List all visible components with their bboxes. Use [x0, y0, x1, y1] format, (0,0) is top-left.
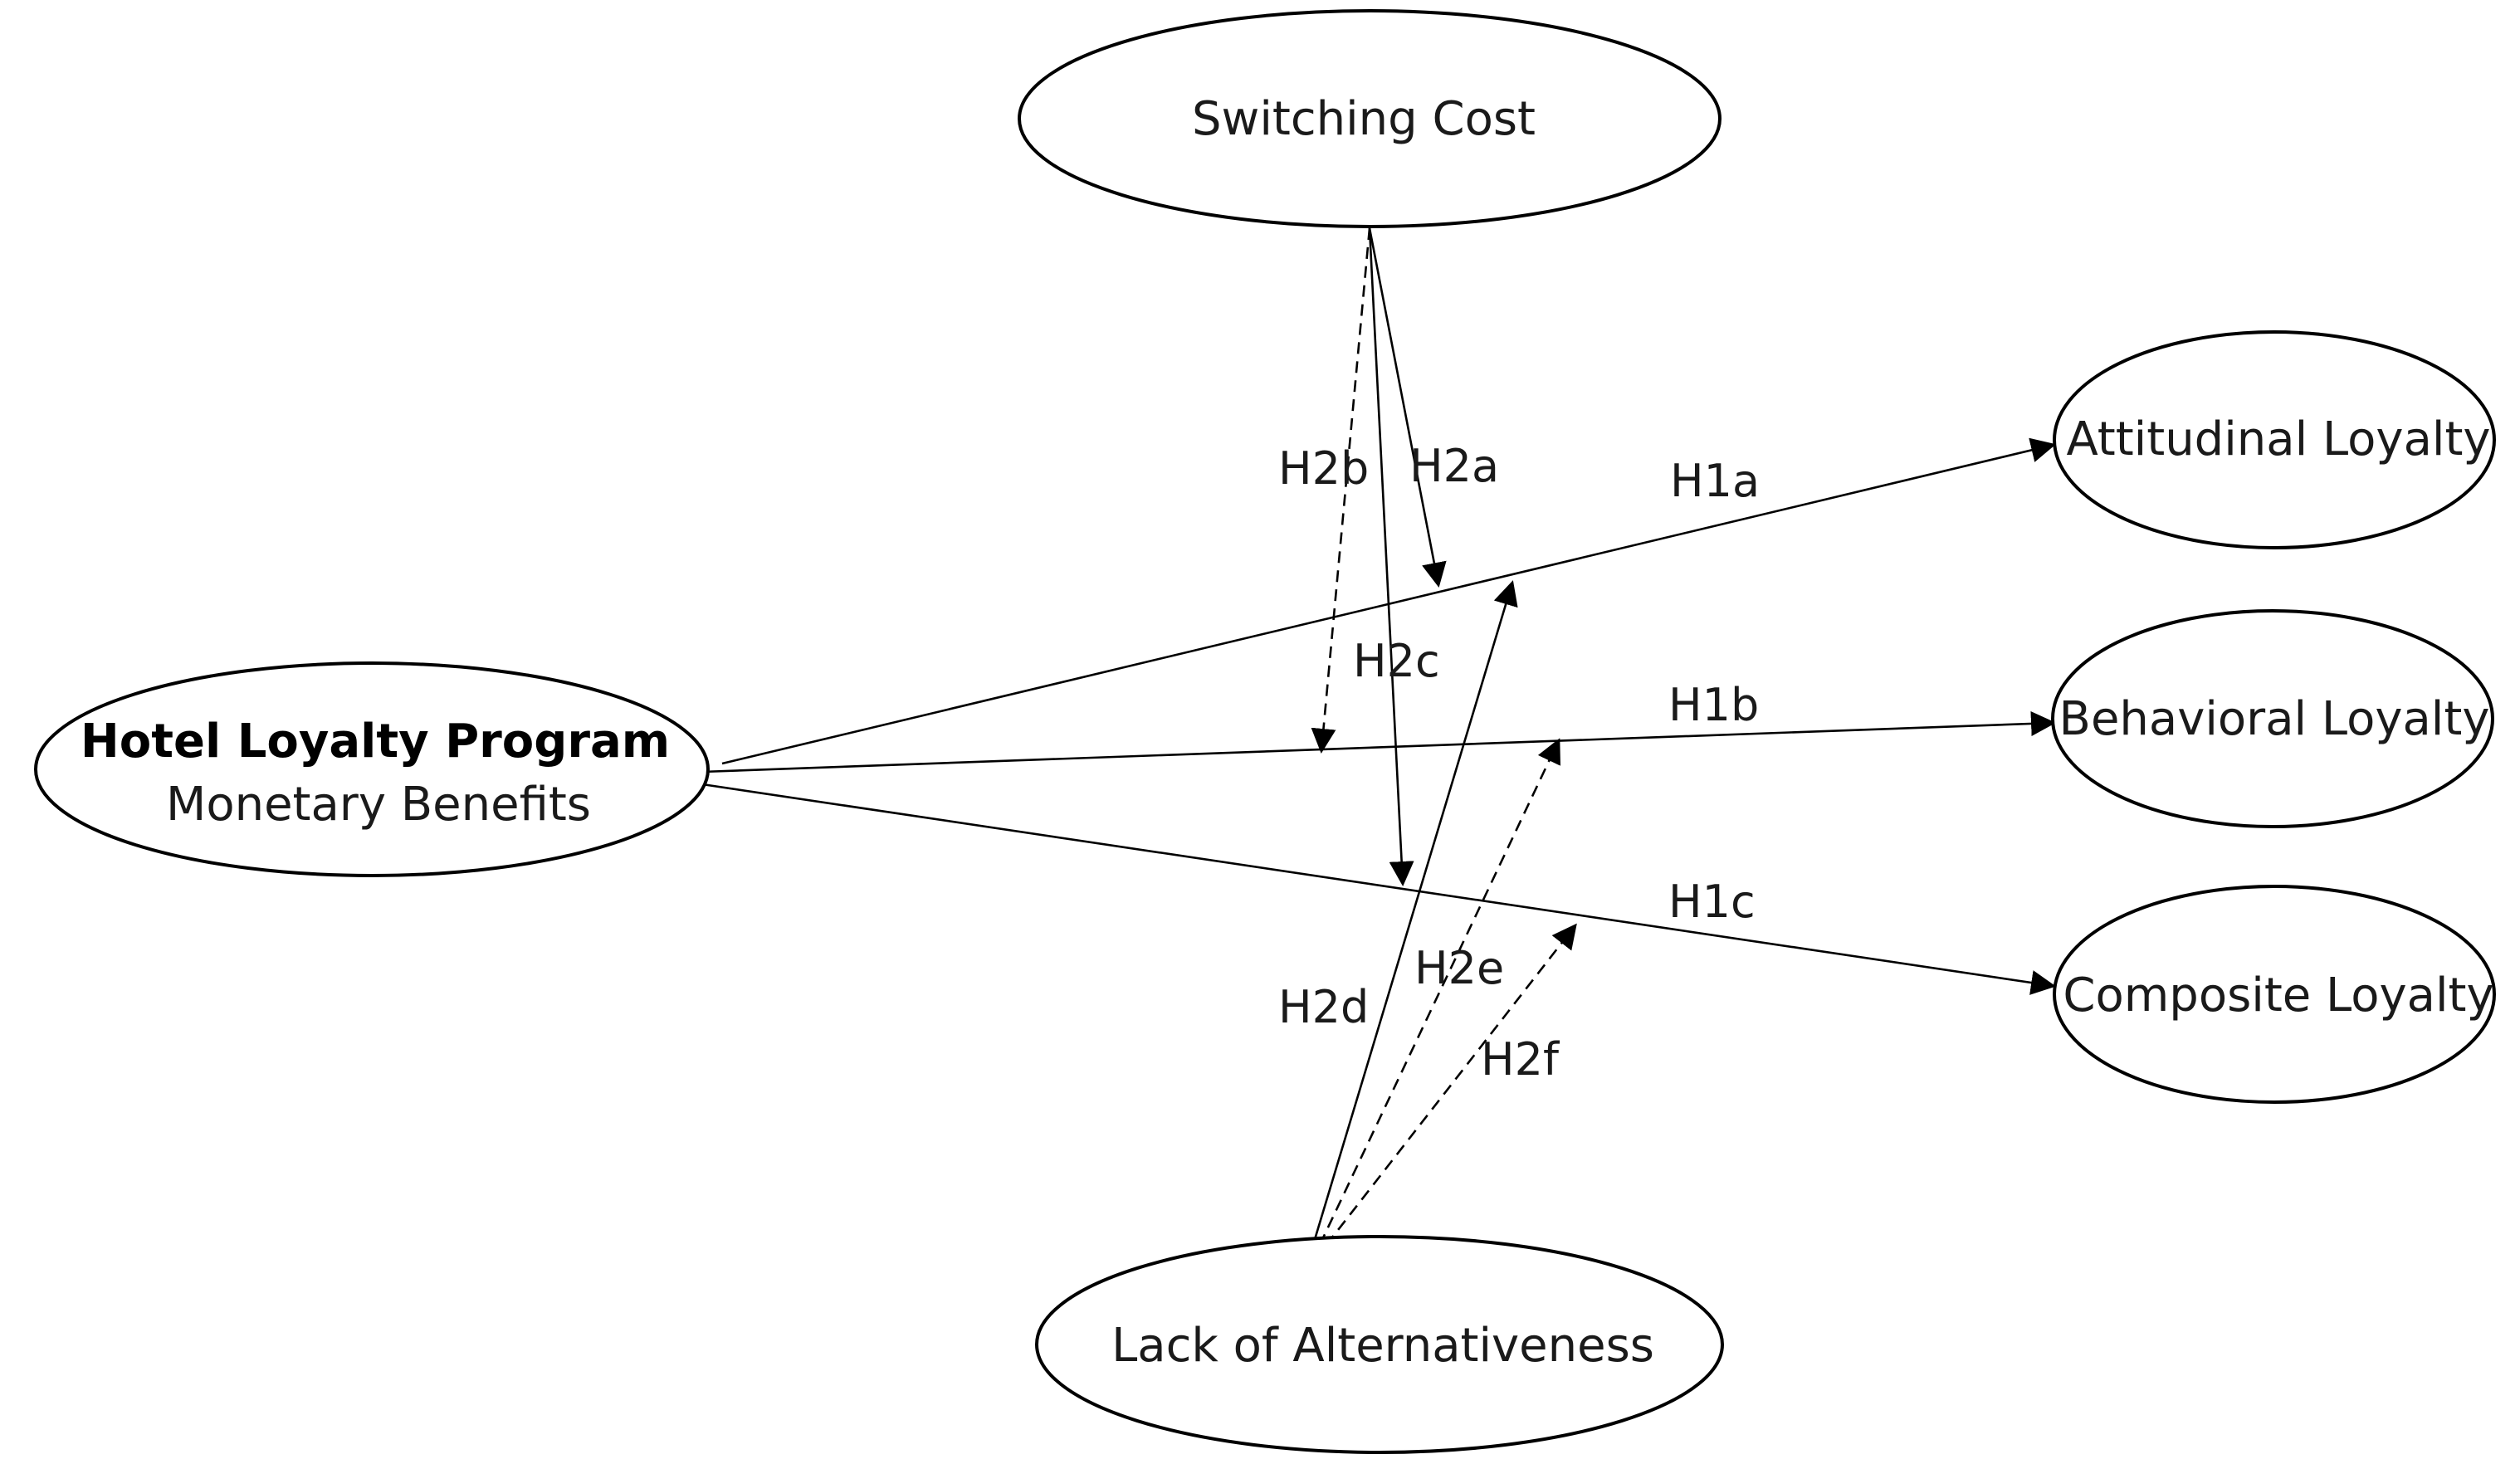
node-composite-loyalty-label: Composite Loyalty [2063, 969, 2493, 1022]
edge-h2d [1311, 580, 1518, 1246]
edge-h2b [1311, 227, 1371, 754]
node-switching-cost: Switching Cost [1018, 9, 1722, 228]
edge-h2a [1368, 227, 1447, 588]
edge-label-h1b: H1b [1668, 679, 1759, 731]
edge-label-h2d: H2d [1278, 981, 1369, 1033]
node-behavioral-loyalty: Behavioral Loyalty [2051, 609, 2494, 828]
edge-label-h2f: H2f [1481, 1033, 1560, 1086]
node-behavioral-loyalty-label: Behavioral Loyalty [2059, 692, 2490, 746]
node-composite-loyalty: Composite Loyalty [2053, 885, 2496, 1104]
edge-h2f [1325, 923, 1577, 1246]
node-attitudinal-loyalty-label: Attitudinal Loyalty [2066, 412, 2490, 466]
node-lack-of-alternativeness-label: Lack of Alternativeness [1111, 1319, 1654, 1373]
edge-label-h1a: H1a [1670, 455, 1760, 507]
edge-label-h2a: H2a [1409, 440, 1499, 492]
node-hotel-loyalty-program-title: Hotel Loyalty Program [81, 715, 670, 769]
edge-h1b [701, 710, 2056, 773]
node-hotel-loyalty-program: Hotel Loyalty Program Monetary Benefits [34, 661, 710, 877]
node-hotel-loyalty-program-subtitle: Monetary Benefits [166, 778, 591, 832]
edge-h2e [1318, 738, 1560, 1246]
node-attitudinal-loyalty: Attitudinal Loyalty [2053, 330, 2496, 549]
edge-label-h1c: H1c [1668, 876, 1756, 928]
edge-label-h2e: H2e [1414, 942, 1504, 994]
edge-label-h2c: H2c [1353, 635, 1440, 687]
edge-label-h2b: H2b [1278, 442, 1369, 495]
node-lack-of-alternativeness: Lack of Alternativeness [1035, 1235, 1724, 1454]
edge-h2c [1368, 227, 1414, 886]
node-switching-cost-label: Switching Cost [1192, 92, 1536, 146]
edge-h1c [701, 783, 2056, 995]
